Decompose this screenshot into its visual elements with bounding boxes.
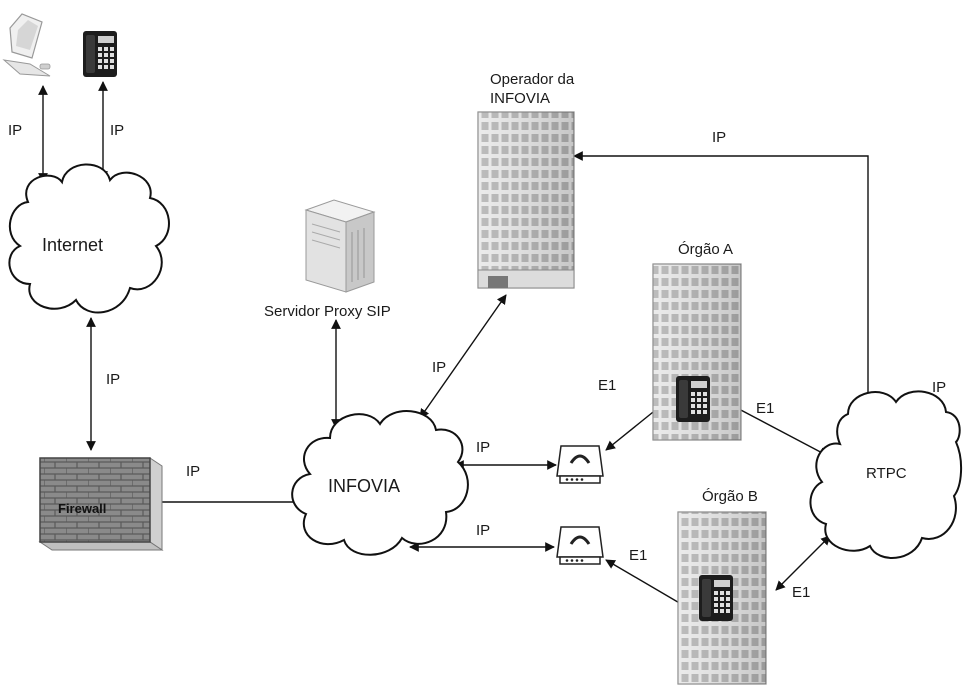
link-label-infovia-operator: IP [432, 359, 446, 376]
link-phone-b-rtpc [775, 535, 831, 591]
link-operator-rtpc [573, 151, 873, 413]
link-label-infovia-modem-b: IP [476, 522, 490, 539]
internet-cloud [8, 163, 170, 314]
orgao-b-phone-icon [699, 575, 733, 621]
link-label-operator-rtpc: IP [712, 129, 726, 146]
modem-b-icon [555, 525, 605, 566]
infovia-cloud [291, 410, 469, 556]
link-label-internet-firewall: IP [106, 371, 120, 388]
operator-building-icon [477, 111, 575, 289]
link-label-rtpc-extra: IP [932, 379, 946, 396]
link-infovia-operator [419, 294, 507, 419]
link-label-infovia-modem-a: IP [476, 439, 490, 456]
rtpc-label: RTPC [866, 465, 907, 482]
link-label-phone-internet: IP [110, 122, 124, 139]
link-label-pc-internet: IP [8, 122, 22, 139]
link-label-firewall-infovia: IP [186, 463, 200, 480]
ip-phone-icon [83, 31, 117, 77]
link-label-modem-b-phone-b: E1 [629, 547, 647, 564]
link-label-phone-b-rtpc: E1 [792, 584, 810, 601]
link-modem-b-phone-b [605, 559, 689, 609]
firewall-label: Firewall [58, 501, 106, 516]
firewall-icon [38, 457, 164, 551]
server-icon [304, 199, 376, 293]
infovia-label: INFOVIA [328, 476, 400, 496]
proxy-label: Servidor Proxy SIP [264, 303, 391, 320]
orgao-a-label: Órgão A [678, 241, 733, 258]
rtpc-cloud [809, 390, 962, 559]
link-label-phone-a-rtpc: E1 [756, 400, 774, 417]
orgao-a-phone-icon [676, 376, 710, 422]
operator-label-line2: INFOVIA [490, 90, 550, 107]
operator-label-line1: Operador da [490, 71, 575, 88]
orgao-b-label: Órgão B [702, 488, 758, 505]
internet-label: Internet [42, 235, 103, 255]
modem-a-icon [555, 444, 605, 485]
link-label-modem-a-phone-a: E1 [598, 377, 616, 394]
computer-icon [2, 13, 51, 77]
